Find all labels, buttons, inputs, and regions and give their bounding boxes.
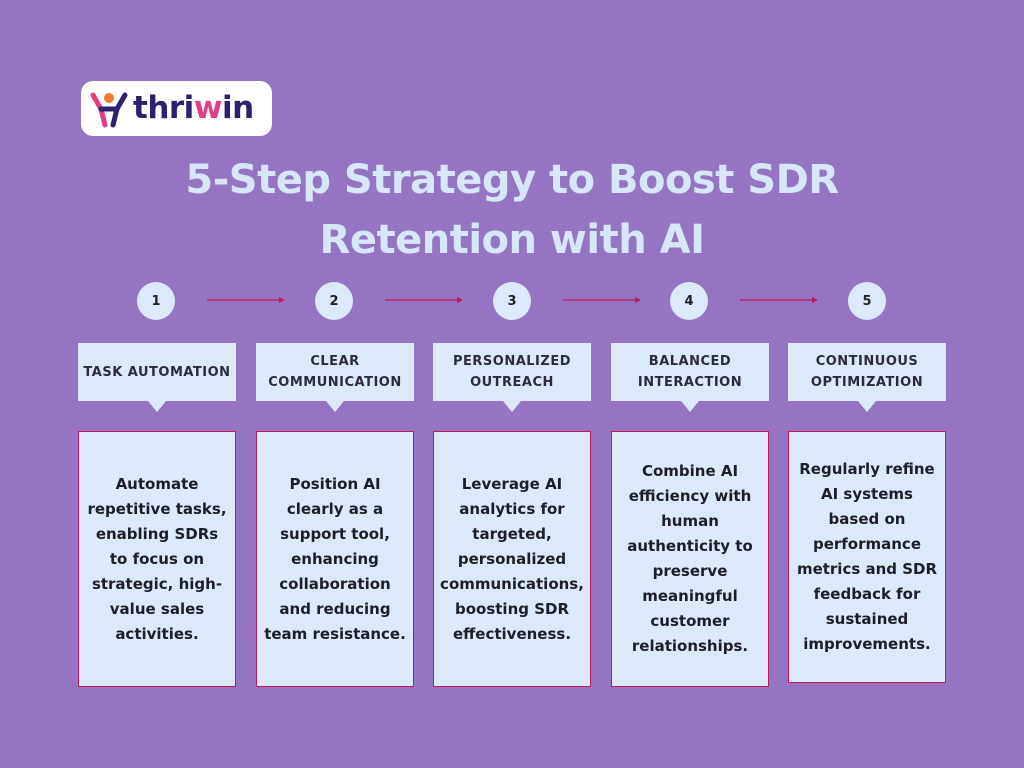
thriwin-logo: thriwin <box>81 81 272 136</box>
person-raising-arms-icon <box>90 92 128 127</box>
step-label-text-3: PERSONALIZED OUTREACH <box>453 354 571 390</box>
arrow-step-4-to-5 <box>740 297 818 303</box>
step-number-4: 4 <box>670 282 708 320</box>
arrow-step-3-to-4 <box>563 297 641 303</box>
page-title: 5-Step Strategy to Boost SDR Retention w… <box>0 150 1024 270</box>
step-label-text-4: BALANCED INTERACTION <box>637 354 743 390</box>
arrow-step-2-to-3 <box>385 297 463 303</box>
step-number-2: 2 <box>315 282 353 320</box>
step-label-text-5: CONTINUOUS OPTIMIZATION <box>810 354 924 390</box>
step-label-2: CLEAR COMMUNICATION <box>256 343 414 412</box>
step-number-1: 1 <box>137 282 175 320</box>
step-description-text-1: Automate repetitive tasks, enabling SDRs… <box>87 474 227 643</box>
step-description-text-3: Leverage AI analytics for targeted, pers… <box>440 474 584 643</box>
step-label-5: CONTINUOUS OPTIMIZATION <box>788 343 946 412</box>
step-description-text-2: Position AI clearly as a support tool, e… <box>264 474 406 643</box>
step-description-2: Position AI clearly as a support tool, e… <box>256 431 414 687</box>
step-description-text-5: Regularly refine AI systems based on per… <box>796 460 938 653</box>
title-line-1: 5-Step Strategy to Boost SDR <box>185 157 839 203</box>
step-label-1: TASK AUTOMATION <box>78 343 236 412</box>
logo-wordmark: thriwin <box>133 90 254 126</box>
step-description-text-4: Combine AI efficiency with human authent… <box>627 462 753 655</box>
title-line-2: Retention with AI <box>319 217 705 263</box>
arrow-step-1-to-2 <box>207 297 285 303</box>
step-description-4: Combine AI efficiency with human authent… <box>611 431 769 687</box>
step-label-4: BALANCED INTERACTION <box>611 343 769 412</box>
step-description-3: Leverage AI analytics for targeted, pers… <box>433 431 591 687</box>
step-description-5: Regularly refine AI systems based on per… <box>788 431 946 683</box>
step-number-3: 3 <box>493 282 531 320</box>
step-number-5: 5 <box>848 282 886 320</box>
step-label-text-2: CLEAR COMMUNICATION <box>268 354 402 390</box>
step-description-1: Automate repetitive tasks, enabling SDRs… <box>78 431 236 687</box>
step-label-3: PERSONALIZED OUTREACH <box>433 343 591 412</box>
step-label-text-1: TASK AUTOMATION <box>83 364 231 380</box>
